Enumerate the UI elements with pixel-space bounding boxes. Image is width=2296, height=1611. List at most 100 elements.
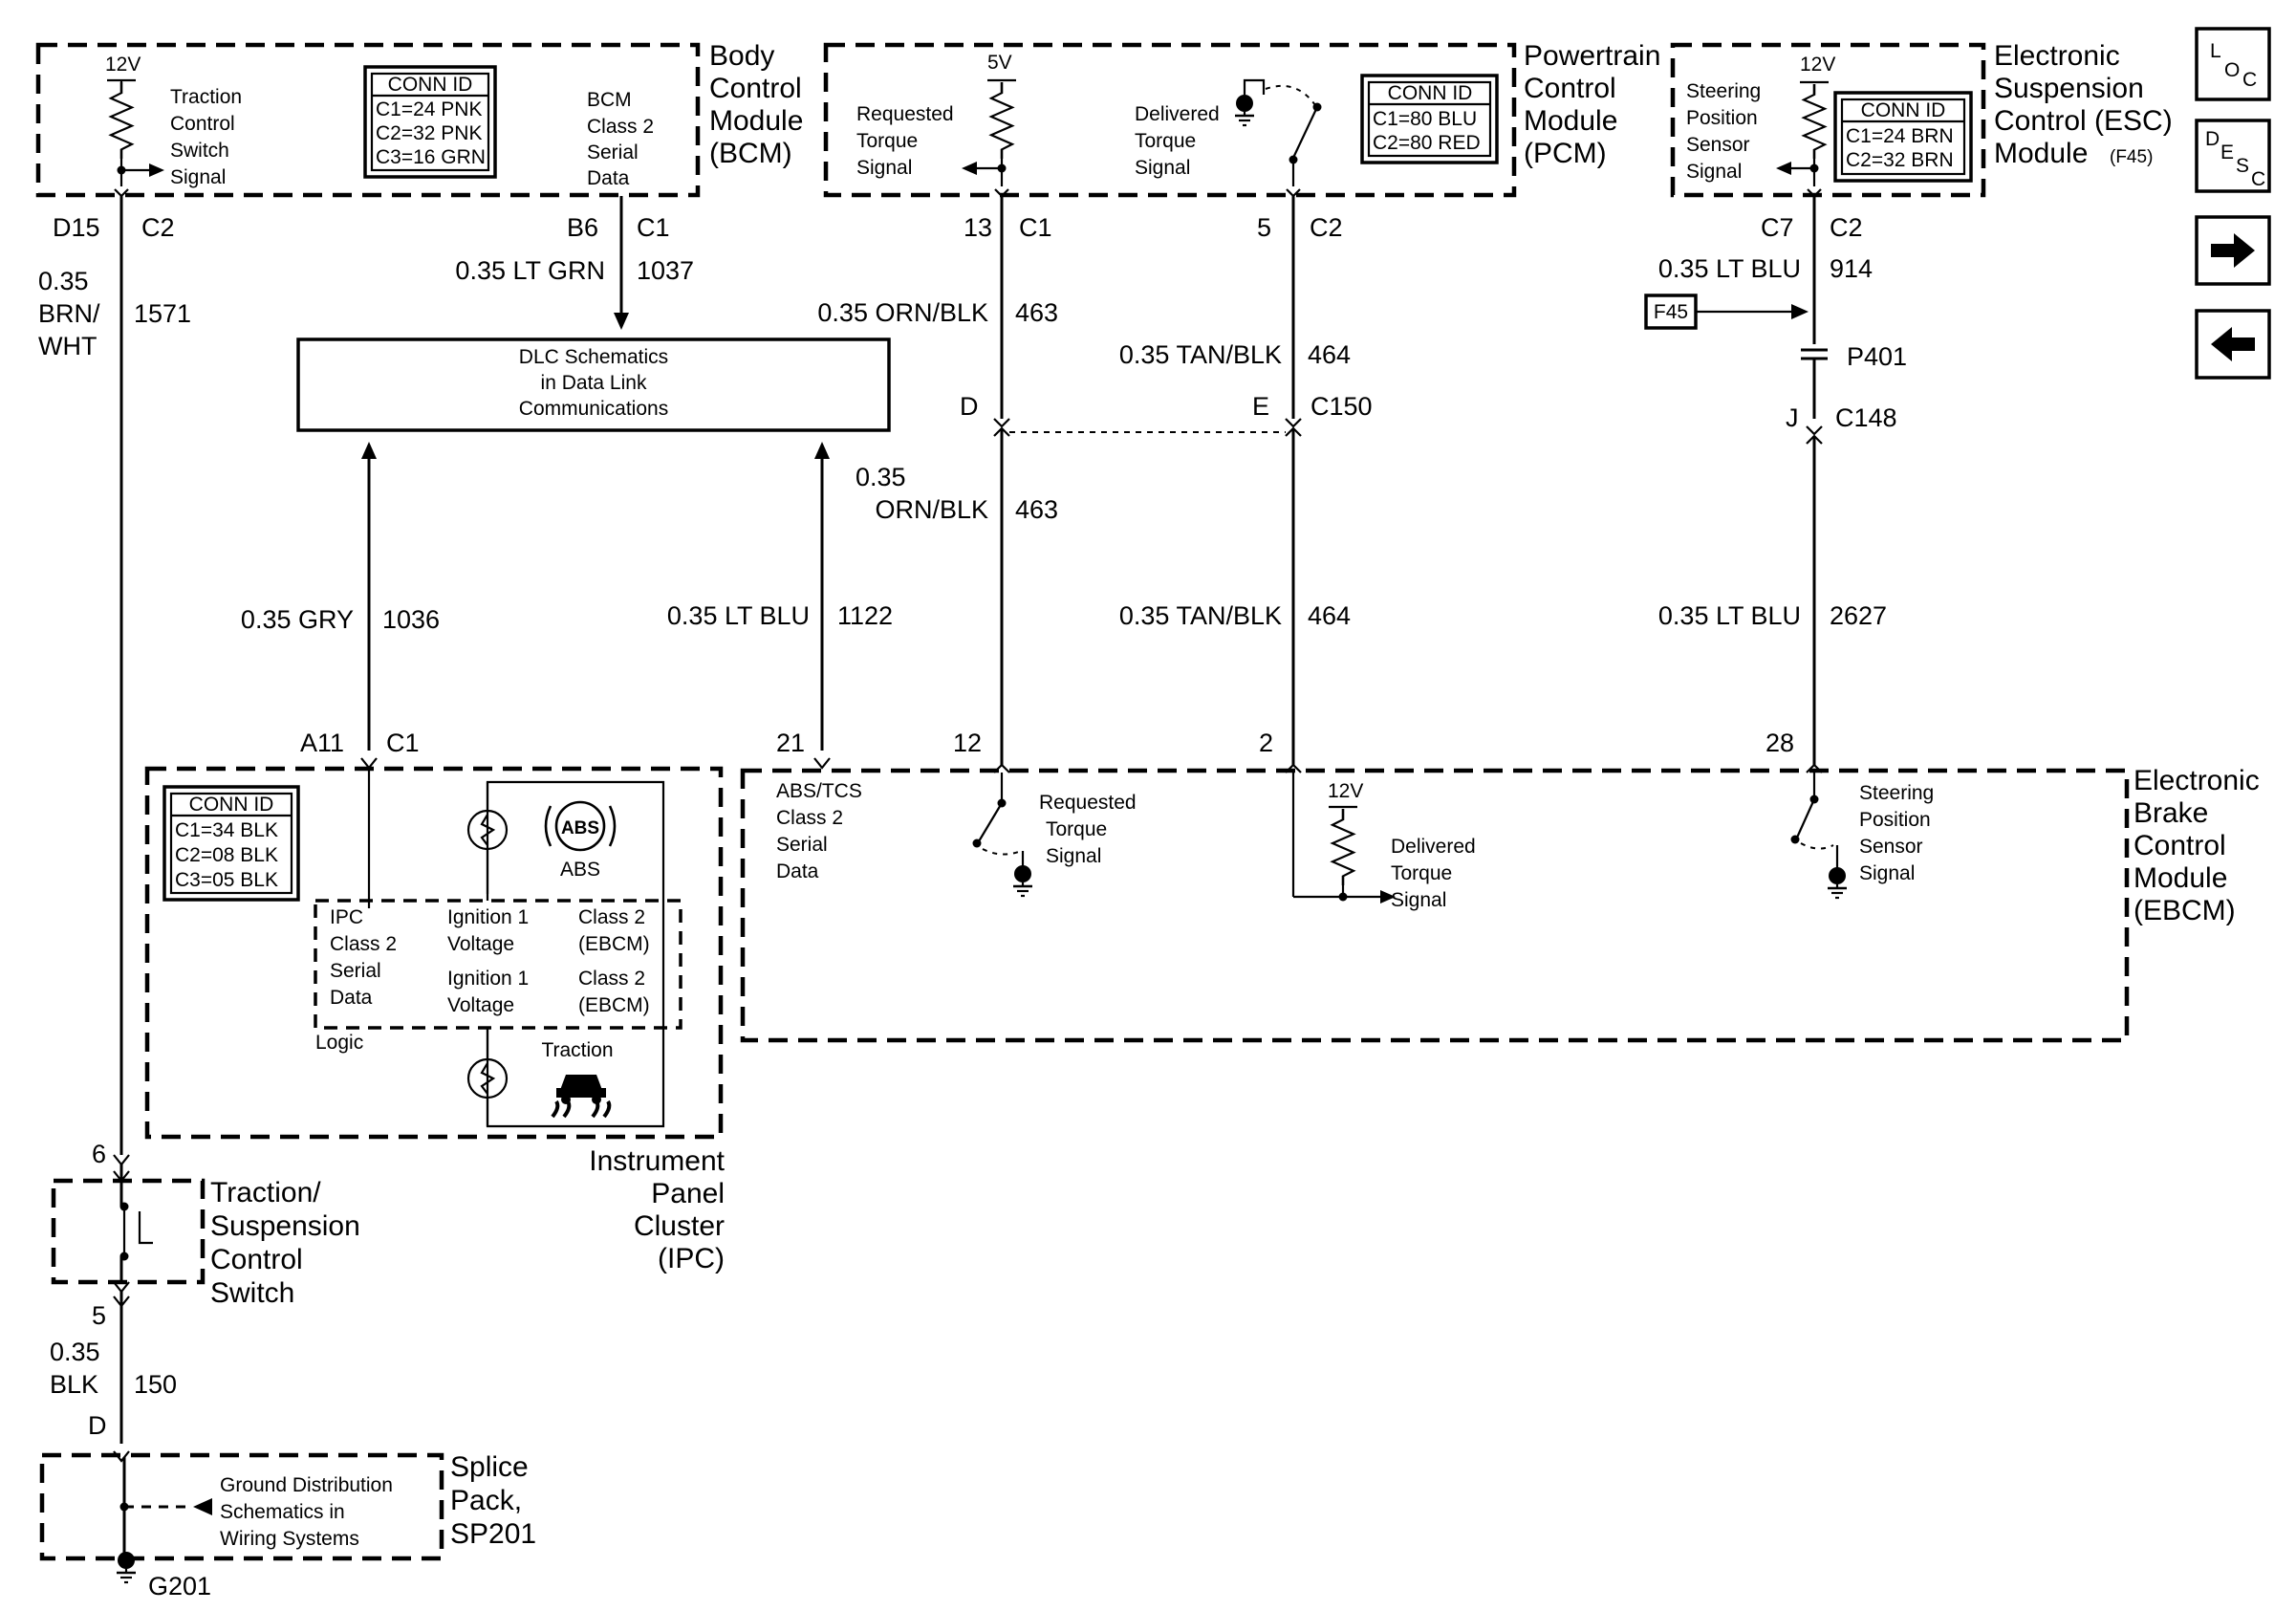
svg-text:12V: 12V <box>1328 780 1363 802</box>
svg-text:Control (ESC): Control (ESC) <box>1994 105 2173 137</box>
svg-text:Control: Control <box>709 73 802 104</box>
svg-text:Electronic: Electronic <box>2134 765 2260 796</box>
circuit-1122: 0.35 LT BLU 1122 21 <box>667 442 893 770</box>
svg-text:Module: Module <box>709 105 803 137</box>
svg-text:C7: C7 <box>1761 213 1794 242</box>
svg-text:914: 914 <box>1830 254 1873 283</box>
svg-text:in Data Link: in Data Link <box>541 372 647 394</box>
svg-text:C1: C1 <box>386 729 420 757</box>
svg-text:E: E <box>1252 392 1269 421</box>
f45-reference-box[interactable]: F45 <box>1644 294 1698 330</box>
svg-text:(BCM): (BCM) <box>709 138 792 169</box>
svg-text:BRN/: BRN/ <box>38 299 100 328</box>
circuit-1037: B6 C1 0.35 LT GRN 1037 <box>455 196 694 330</box>
svg-text:28: 28 <box>1765 729 1794 757</box>
svg-text:C2=32 PNK: C2=32 PNK <box>376 122 482 144</box>
circuit-463: 13 C1 0.35 ORN/BLK 463 D 0.35 ORN/BLK 46… <box>817 196 1058 773</box>
svg-text:21: 21 <box>776 729 805 757</box>
svg-text:(F45): (F45) <box>2110 147 2153 167</box>
esc-conn-id-table: CONN ID C1=24 BRN C2=32 BRN <box>1833 91 1973 183</box>
svg-text:Module: Module <box>2134 862 2227 894</box>
svg-text:1036: 1036 <box>382 605 440 634</box>
svg-text:E: E <box>2220 142 2234 163</box>
svg-text:D15: D15 <box>53 213 100 242</box>
svg-text:2: 2 <box>1259 729 1273 757</box>
svg-text:1037: 1037 <box>637 256 694 285</box>
svg-text:ABS: ABS <box>561 818 599 838</box>
location-nav-icon[interactable]: L O C <box>2195 27 2271 101</box>
dlc-schematics-box: DLC Schematics in Data Link Communicatio… <box>296 337 891 432</box>
svg-text:A11: A11 <box>300 729 344 757</box>
svg-text:C2: C2 <box>141 213 175 242</box>
svg-text:0.35: 0.35 <box>50 1338 100 1366</box>
svg-text:C: C <box>2251 168 2265 190</box>
svg-text:P401: P401 <box>1847 342 1907 371</box>
svg-text:5: 5 <box>92 1301 106 1330</box>
svg-text:12V: 12V <box>105 54 141 76</box>
svg-text:C3=05 BLK: C3=05 BLK <box>175 869 278 891</box>
svg-text:Brake: Brake <box>2134 797 2208 829</box>
svg-text:C2: C2 <box>1310 213 1343 242</box>
svg-text:463: 463 <box>1015 298 1058 327</box>
ipc-conn-id-table: CONN ID C1=34 BLK C2=08 BLK C3=05 BLK <box>162 785 300 902</box>
svg-text:0.35: 0.35 <box>856 463 906 491</box>
circuit-150: 5 0.35 BLK 150 D <box>50 1292 177 1463</box>
abs-warning-icon: ABS <box>544 800 617 852</box>
svg-text:Powertrain: Powertrain <box>1524 40 1660 72</box>
pcm-conn-id-table: CONN ID C1=80 BLU C2=80 RED <box>1360 74 1499 164</box>
svg-text:D: D <box>960 392 979 421</box>
svg-text:C1=34 BLK: C1=34 BLK <box>175 819 278 841</box>
svg-text:0.35 LT BLU: 0.35 LT BLU <box>1658 601 1801 630</box>
svg-text:0.35 TAN/BLK: 0.35 TAN/BLK <box>1119 601 1282 630</box>
svg-text:Cluster: Cluster <box>634 1210 725 1242</box>
svg-text:J: J <box>1786 403 1799 432</box>
circuit-2627: 0.35 LT BLU 2627 28 <box>1658 436 1887 773</box>
svg-text:Control: Control <box>1524 73 1616 104</box>
svg-text:B6: B6 <box>567 213 598 242</box>
traction-warning-icon <box>551 1075 612 1119</box>
svg-text:Logic: Logic <box>315 1032 363 1054</box>
circuit-464: 5 C2 0.35 TAN/BLK 464 E C150 0.35 TAN/BL… <box>1119 196 1373 773</box>
svg-text:D: D <box>88 1411 107 1440</box>
ipc-module: Instrument Panel Cluster (IPC) CONN ID C… <box>144 766 726 1274</box>
previous-page-arrow-icon[interactable] <box>2195 309 2271 380</box>
svg-text:0.35 ORN/BLK: 0.35 ORN/BLK <box>817 298 988 327</box>
svg-text:Control: Control <box>2134 830 2226 861</box>
svg-text:C: C <box>2242 69 2257 91</box>
svg-text:0.35: 0.35 <box>38 267 89 295</box>
svg-text:463: 463 <box>1015 495 1058 524</box>
description-nav-icon[interactable]: D E S C <box>2195 119 2271 193</box>
svg-text:0.35 GRY: 0.35 GRY <box>241 605 354 634</box>
svg-text:0.35 LT BLU: 0.35 LT BLU <box>1658 254 1801 283</box>
svg-text:Class 2(EBCM): Class 2(EBCM) <box>578 968 650 1016</box>
svg-text:Traction: Traction <box>541 1039 613 1061</box>
svg-text:C2=08 BLK: C2=08 BLK <box>175 844 278 866</box>
bcm-conn-id-table: CONN ID C1=24 PNK C2=32 PNK C3=16 GRN <box>363 65 497 179</box>
svg-text:Instrument: Instrument <box>589 1145 725 1177</box>
svg-text:C3=16 GRN: C3=16 GRN <box>376 146 486 168</box>
svg-text:CONN ID: CONN ID <box>1388 82 1473 104</box>
svg-text:Communications: Communications <box>519 398 668 420</box>
svg-text:ABS: ABS <box>560 859 600 881</box>
next-page-arrow-icon[interactable] <box>2195 215 2271 286</box>
esc-module: Electronic Suspension Control (ESC) Modu… <box>1670 40 2173 198</box>
svg-text:0.35 LT GRN: 0.35 LT GRN <box>455 256 605 285</box>
svg-text:CONN ID: CONN ID <box>1861 99 1946 121</box>
svg-text:Suspension: Suspension <box>1994 73 2144 104</box>
svg-text:C2=80 RED: C2=80 RED <box>1373 132 1481 154</box>
svg-text:(IPC): (IPC) <box>658 1243 725 1274</box>
svg-text:464: 464 <box>1308 340 1351 369</box>
svg-text:O: O <box>2224 59 2240 81</box>
svg-text:C148: C148 <box>1835 403 1897 432</box>
